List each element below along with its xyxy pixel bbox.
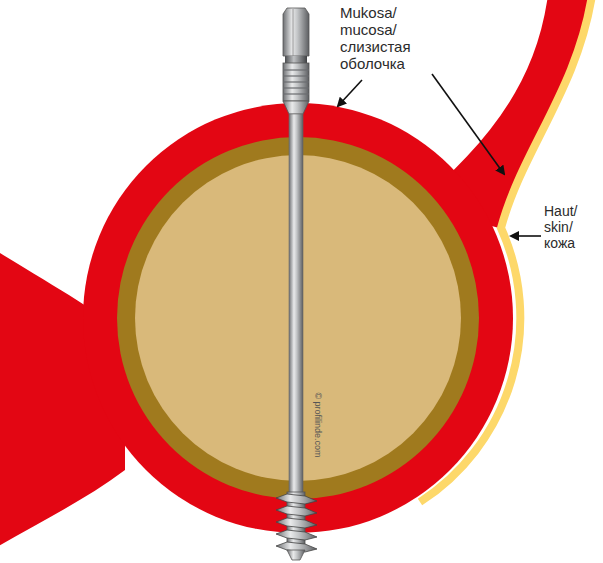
screw-implant — [276, 8, 317, 560]
leader-arrow — [338, 80, 362, 106]
leader-arrow — [511, 235, 541, 237]
mucosa-ring — [83, 103, 513, 533]
tissue-label: Haut/ skin/ кожа — [544, 203, 598, 251]
watermark: © profilinde.com — [313, 392, 323, 457]
tissue-label: Mukosa/ mucosa/ слизистая оболочка — [340, 4, 436, 72]
leader-arrow — [432, 74, 504, 174]
